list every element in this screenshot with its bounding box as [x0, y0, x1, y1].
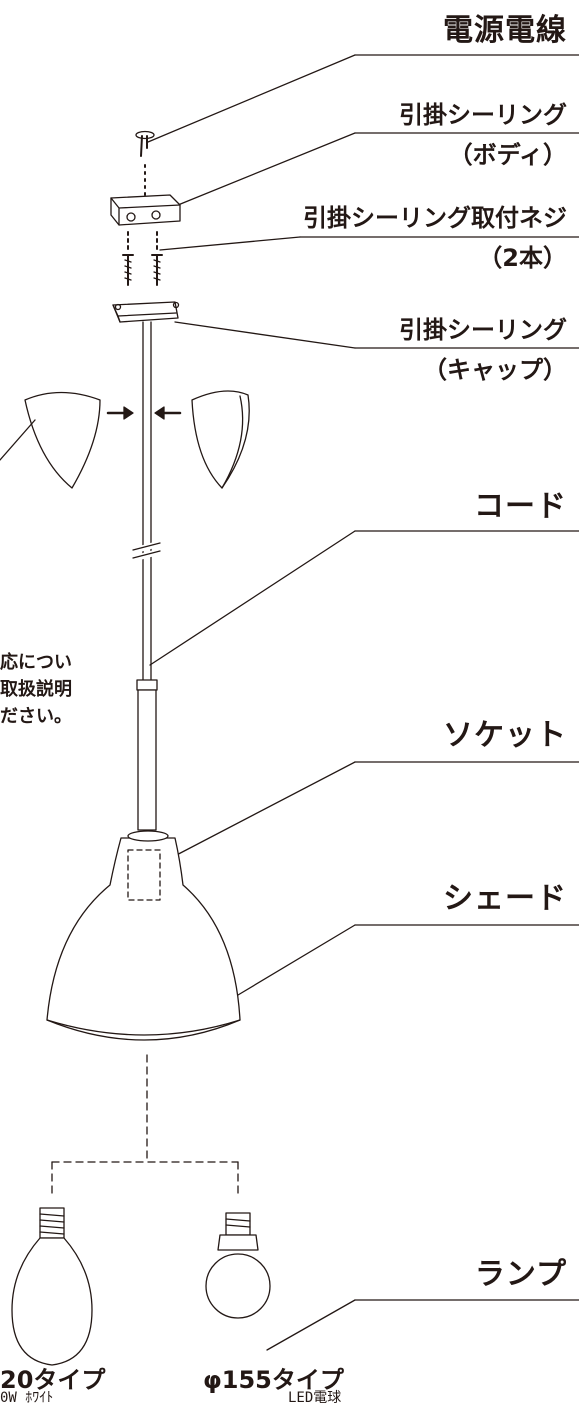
label-lamp: ランプ	[474, 1257, 567, 1292]
leader-lines	[0, 54, 579, 1351]
note-line-2: 取扱説明	[0, 679, 72, 700]
ceiling-body-part	[110, 194, 181, 253]
label-ceiling-screw: 引掛シーリング取付ネジ	[303, 204, 567, 232]
bulb-left	[11, 1207, 93, 1366]
bulb-left-type: 20タイプ	[0, 1366, 106, 1394]
note-line-3: ださい。	[0, 706, 72, 727]
lamp-branch	[51, 1054, 239, 1196]
label-ceiling-body: 引掛シーリング	[399, 101, 567, 129]
ceiling-screws	[122, 254, 163, 286]
socket-sleeve	[136, 679, 158, 831]
label-ceiling-body-sub: （ボディ）	[448, 141, 567, 169]
bulb-right-type: φ155タイプ	[203, 1366, 344, 1394]
label-socket: ソケット	[443, 718, 567, 753]
label-shade: シェード	[443, 881, 567, 916]
label-ceiling-screw-sub: （2本）	[478, 244, 567, 272]
cord-part	[132, 321, 161, 681]
note-line-1: 応につい	[0, 652, 72, 673]
shade-pieces	[24, 390, 250, 489]
label-cord: コード	[474, 489, 567, 524]
bulb-right	[205, 1212, 271, 1319]
label-ceiling-cap: 引掛シーリング	[399, 316, 567, 344]
ceiling-cap-part	[112, 301, 180, 323]
bulb-left-spec: 0W ﾎﾜｲﾄ	[0, 1390, 54, 1406]
power-cord-end	[135, 130, 155, 196]
shade-part	[46, 830, 241, 1041]
label-ceiling-cap-sub: （キャップ）	[423, 356, 567, 384]
label-power-cord: 電源電線	[443, 13, 567, 48]
bulb-right-spec: LED電球	[288, 1390, 342, 1406]
